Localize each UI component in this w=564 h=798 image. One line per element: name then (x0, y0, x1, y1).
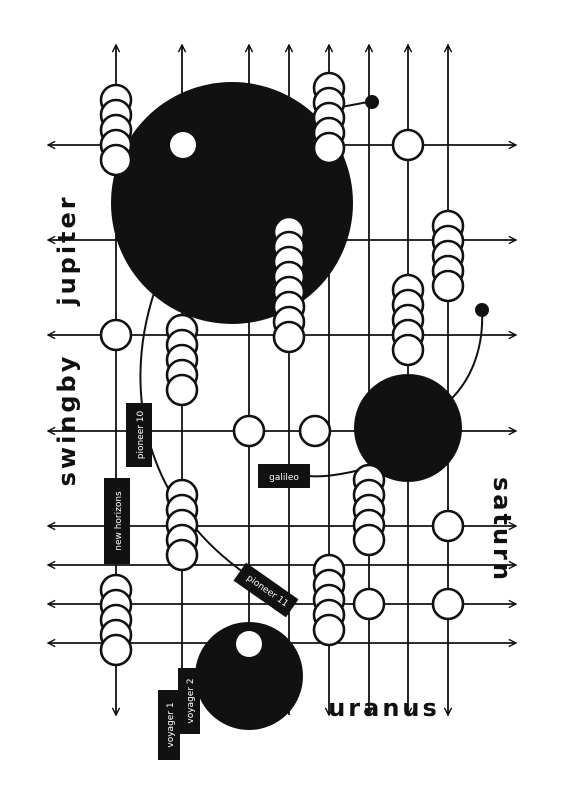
jupiter-small-moon (365, 95, 379, 109)
bead-stacks (99, 71, 465, 667)
single-bead (431, 587, 465, 621)
stack-bead (165, 373, 199, 407)
svg-text:voyager 1: voyager 1 (166, 702, 176, 747)
single-bead (431, 509, 465, 543)
stack-bead (165, 538, 199, 572)
svg-text:galileo: galileo (269, 473, 299, 483)
single-bead (298, 414, 332, 448)
uranus-planet (195, 622, 303, 730)
stack-bead (312, 613, 346, 647)
uranus-spot (236, 631, 262, 657)
stack-bead (99, 143, 133, 177)
voyager-1-tag: voyager 1 (158, 690, 180, 760)
saturn-connector (447, 309, 484, 403)
stack-bead (391, 333, 425, 367)
stack-bead (99, 633, 133, 667)
stack-bead (272, 320, 306, 354)
saturn-planet (354, 374, 462, 482)
svg-text:pioneer 10: pioneer 10 (136, 410, 146, 459)
saturn-label: saturn (488, 477, 516, 583)
uranus-label: uranus (328, 694, 440, 722)
jupiter-label: jupiter (53, 194, 81, 306)
jupiter-spot (170, 132, 196, 158)
single-bead (391, 128, 425, 162)
stack-bead (312, 131, 346, 165)
svg-text:voyager 2: voyager 2 (186, 678, 196, 723)
new-horizons-tag: new horizons (104, 478, 130, 564)
voyager-2-tag: voyager 2 (178, 668, 200, 734)
pioneer-10-tag: pioneer 10 (126, 403, 152, 467)
swing-curve (139, 289, 269, 589)
single-bead (99, 318, 133, 352)
svg-text:new horizons: new horizons (114, 491, 124, 551)
single-bead (232, 414, 266, 448)
stack-bead (431, 269, 465, 303)
swingby-label: swingby (53, 354, 81, 487)
saturn-small-moon (475, 303, 489, 317)
stack-bead (352, 523, 386, 557)
planets (111, 82, 489, 730)
single-bead (352, 587, 386, 621)
galileo-tag: galileo (258, 464, 310, 488)
